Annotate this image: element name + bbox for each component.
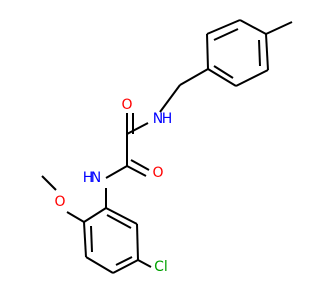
atom-label-h-upper: H: [162, 111, 173, 127]
atom-label-h-lower: H: [83, 170, 94, 186]
bond-amide-lower-co: [126, 165, 147, 177]
bond-top-ring-inner-1: [213, 28, 239, 41]
atom-label-cl: Cl: [154, 259, 168, 275]
bond-benzyl-2: [159, 84, 181, 113]
bond-methoxy-o-c: [41, 175, 57, 191]
bond-bottom-ring-inner-3: [106, 214, 132, 229]
bond-top-ring-5: [207, 68, 237, 87]
bond-benzyl-1: [179, 68, 209, 86]
bond-bottom-ring-1: [83, 207, 107, 223]
atom-label-n-lower: N: [91, 170, 101, 186]
bond-methyl-top: [265, 21, 293, 35]
bond-top-ring-inner-3: [213, 65, 234, 79]
bond-top-ring-4: [235, 69, 269, 87]
atom-label-o-right: O: [152, 165, 163, 181]
bond-bottom-ring-5: [136, 223, 139, 261]
bond-bottom-ring-inner-1: [90, 225, 93, 253]
atom-label-o-top: O: [121, 97, 132, 113]
bond-bottom-ring-6: [105, 207, 138, 225]
bond-top-ring-2: [239, 19, 267, 35]
bond-bottom-ring-4: [112, 259, 139, 274]
bond-bottom-ring-3: [85, 256, 114, 274]
bond-chlorine: [137, 259, 152, 268]
bond-top-ring-6: [206, 33, 209, 70]
bond-bottom-ring-2: [83, 221, 87, 258]
atom-label-o-methoxy: O: [54, 194, 65, 210]
atom-label-n-upper: N: [153, 111, 163, 127]
background: [0, 0, 300, 300]
bond-top-ring-1: [206, 19, 241, 35]
bond-amide-upper-n-c: [126, 122, 149, 135]
bond-amide-lower-co-double: [130, 159, 150, 171]
bond-methoxy-ring-o: [66, 211, 85, 223]
bond-top-ring-inner-2: [258, 39, 261, 67]
molecule-structure: O H N H N O O Cl: [0, 0, 300, 300]
bond-top-ring-3: [265, 33, 269, 71]
bond-amide-lower-c-n: [105, 165, 128, 179]
bond-bottom-ring-inner-2: [115, 256, 133, 266]
